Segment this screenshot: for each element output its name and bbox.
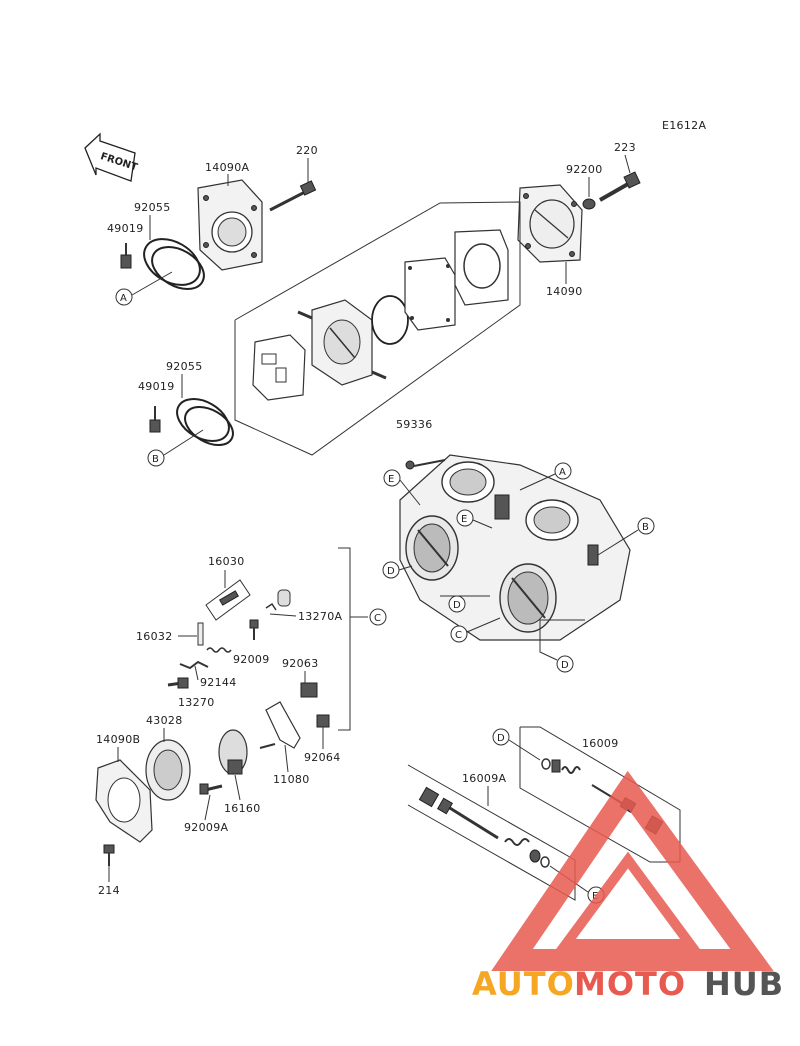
ref-marker-b-body — [637, 517, 655, 535]
part-label-13270A: 13270A — [298, 610, 342, 623]
ref-marker-b-body-label: B — [642, 522, 649, 533]
ref-marker-a — [115, 288, 133, 306]
ref-marker-e-body-2-label: E — [461, 514, 467, 525]
cover-16160 — [218, 729, 276, 775]
part-label-59336: 59336 — [396, 418, 433, 431]
part-label-49019-mid: 49019 — [138, 380, 175, 393]
ref-marker-c-body — [450, 625, 468, 643]
gasket-11080 — [265, 701, 301, 749]
part-label-16009A: 16009A — [462, 772, 506, 785]
part-label-92144: 92144 — [200, 676, 237, 689]
ref-marker-e-body-1 — [383, 469, 401, 487]
throttle-body-assembly — [399, 454, 631, 641]
ref-marker-e-body-2 — [456, 509, 474, 527]
part-label-13270: 13270 — [178, 696, 215, 709]
bolt-223 — [599, 171, 641, 202]
part-label-92009: 92009 — [233, 653, 270, 666]
watermark-part2: MOTO — [574, 965, 686, 1003]
ref-marker-b-label: B — [152, 454, 159, 465]
screw-49019-top — [120, 243, 132, 269]
valve-16030 — [205, 579, 251, 621]
part-label-92064: 92064 — [304, 751, 341, 764]
diaphragm-43028 — [145, 739, 191, 801]
screw-92009A — [199, 783, 223, 795]
ref-marker-d-body-3-label: D — [561, 660, 569, 671]
spring-92144 — [179, 660, 209, 670]
spring-small — [206, 647, 232, 653]
ref-marker-a-body-label: A — [559, 467, 566, 478]
ref-marker-c-body-label: C — [455, 630, 462, 641]
front-arrow-icon: FRONT — [84, 132, 139, 182]
part-label-14090A: 14090A — [205, 161, 249, 174]
part-label-43028: 43028 — [146, 714, 183, 727]
kit-o-ring — [371, 295, 409, 345]
screw-214 — [103, 844, 115, 866]
watermark-text: AUTO MOTO HUB — [472, 965, 784, 1003]
part-label-92009A: 92009A — [184, 821, 228, 834]
plug-92063 — [300, 682, 318, 698]
part-label-223: 223 — [614, 141, 636, 154]
part-label-14090B: 14090B — [96, 733, 140, 746]
ref-marker-d-label: D — [497, 733, 505, 744]
washer-92200 — [582, 198, 596, 210]
ref-marker-d — [492, 728, 510, 746]
part-label-92063: 92063 — [282, 657, 319, 670]
bolt-220 — [269, 180, 317, 212]
ref-marker-d-body-1-label: D — [387, 566, 395, 577]
screw-13270A — [265, 589, 291, 611]
ref-marker-a-label: A — [120, 293, 127, 304]
diagram-code: E1612A — [662, 119, 706, 132]
kit-box-59336 — [234, 201, 521, 456]
part-label-92200: 92200 — [566, 163, 603, 176]
kit-gasket-middle — [404, 257, 456, 331]
kit-gasket-right — [454, 229, 509, 306]
part-label-92055-mid: 92055 — [166, 360, 203, 373]
ref-marker-a-body — [554, 462, 572, 480]
ref-marker-c — [369, 608, 387, 626]
automotohub-logo-icon — [491, 770, 774, 971]
part-label-49019-top: 49019 — [107, 222, 144, 235]
gasket-92055-mid — [176, 398, 234, 446]
kit-pump-body — [297, 299, 387, 386]
cover-14090B — [95, 759, 153, 843]
screw-49019-mid — [149, 406, 161, 433]
part-label-220: 220 — [296, 144, 318, 157]
plate-14090 — [517, 184, 583, 263]
screw-assembly-16009A — [418, 786, 550, 868]
screw-13270 — [167, 677, 189, 689]
part-label-92055-top: 92055 — [134, 201, 171, 214]
plug-92064 — [316, 714, 330, 728]
ref-marker-d-body-3 — [556, 655, 574, 673]
ref-marker-c-label: C — [374, 613, 381, 624]
pin-16032 — [197, 622, 204, 646]
part-label-214: 214 — [98, 884, 120, 897]
plate-14090A — [197, 179, 263, 271]
part-label-11080: 11080 — [273, 773, 310, 786]
gasket-92055-top — [143, 238, 205, 290]
screw-92009 — [249, 619, 259, 640]
part-label-16030: 16030 — [208, 555, 245, 568]
ref-marker-d-body-2-label: D — [453, 600, 461, 611]
watermark-part3: HUB — [704, 965, 784, 1003]
part-label-16032: 16032 — [136, 630, 173, 643]
watermark-part1: AUTO — [472, 965, 575, 1003]
kit-gasket-left — [252, 334, 306, 401]
part-label-16009: 16009 — [582, 737, 619, 750]
part-label-14090: 14090 — [546, 285, 583, 298]
ref-marker-b — [147, 449, 165, 467]
part-label-16160: 16160 — [224, 802, 261, 815]
ref-marker-e-body-1-label: E — [388, 474, 394, 485]
